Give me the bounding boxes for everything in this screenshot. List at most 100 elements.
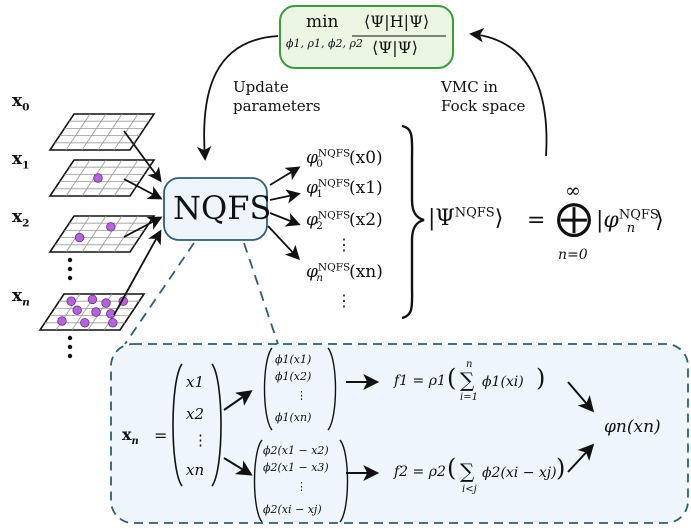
update-label-line1: Update: [233, 78, 289, 96]
output-sub-n: n: [316, 272, 324, 285]
output-arrow-1: [269, 189, 301, 204]
input-symbol-2: x: [12, 207, 23, 227]
particle: [101, 298, 111, 308]
state-rhs-close: ⟩: [655, 208, 664, 233]
grid-line: [65, 113, 91, 151]
objective-box: [279, 5, 454, 69]
phi1vec-3: ϕ1(xn): [275, 411, 312, 424]
output-sup-0: NQFS: [317, 147, 351, 160]
detail-arrow-down: [223, 457, 253, 476]
update-parameters-arrow: [196, 35, 279, 161]
output-arrow-0: [269, 166, 301, 186]
f1-term: ϕ1(xi): [482, 374, 524, 390]
state-rhs-ket: |φ: [596, 208, 619, 233]
grid-line: [81, 113, 107, 151]
connector-right: [243, 242, 279, 345]
phi1vec-1: ϕ1(x2): [275, 370, 312, 383]
input-arrow-n: [113, 229, 162, 316]
phi2vec-paren-left: [253, 439, 263, 523]
grid-line: [97, 215, 123, 253]
output-brace: [401, 124, 425, 320]
objective-numerator: ⟨Ψ|H|Ψ⟩: [364, 12, 430, 31]
phi2vec-3: ϕ2(xi − xj): [263, 503, 322, 516]
detail-xn-sub: n: [131, 436, 139, 448]
grid-line: [97, 113, 123, 151]
nqfs-box: [163, 177, 268, 241]
objective-subscript: ϕ1, ρ1, ϕ2, ρ2: [286, 37, 363, 50]
particle: [74, 232, 85, 243]
output-phi-2: φ: [306, 210, 318, 230]
input-label-0: x0: [12, 91, 30, 114]
output-2: φNQFS2(x2): [306, 209, 383, 233]
vmc-label-line1: VMC in: [441, 78, 498, 96]
vmc-arrow: [469, 28, 548, 157]
state-sum-symbol: ⨁: [556, 198, 592, 239]
state-lhs-ket: |Ψ: [428, 206, 455, 231]
output-arrow-n: [267, 225, 300, 261]
output-arg-n: (xn): [349, 262, 383, 282]
xvec-2: ⋮: [193, 431, 208, 449]
input-arrow-2: [123, 216, 163, 238]
state-lhs: |ΨNQFS⟩: [428, 205, 503, 231]
phi2vec-1: ϕ2(x1 − x3): [263, 461, 329, 474]
output-dots-2: ⋮: [336, 291, 352, 310]
output-arg-1: (x1): [348, 178, 383, 198]
input-label-2: x2: [12, 207, 30, 230]
output-sub-1: 1: [316, 188, 323, 201]
output-phi-n: φ: [306, 262, 318, 282]
update-label-line2: parameters: [233, 97, 321, 115]
objective-denominator: ⟨Ψ|Ψ⟩: [372, 38, 418, 57]
grid-outline: [48, 215, 156, 253]
detail-xn: xn: [122, 427, 139, 447]
input-label-1: x1: [12, 149, 29, 171]
f1-lhs: f1 = ρ1: [394, 373, 446, 389]
vmc-label: VMC in Fock space: [441, 78, 525, 116]
update-label: Update parameters: [233, 78, 321, 116]
state-lhs-sup: NQFS: [454, 205, 495, 221]
output-sub-2: 2: [316, 220, 323, 233]
f1-open: (: [447, 364, 457, 392]
output-dots-1: ⋮: [336, 235, 352, 254]
xvec-0: x1: [186, 373, 205, 391]
state-rhs-sup: NQFS: [618, 207, 659, 223]
detail-result: φn(xn): [604, 417, 661, 437]
vmc-label-line2: Fock space: [441, 97, 526, 115]
f2-close: ): [556, 454, 566, 482]
output-phi-0: φ: [306, 148, 318, 168]
phi1vec-2: ⋮: [296, 389, 307, 402]
input-arrow-1: [123, 178, 163, 200]
connector-left: [124, 242, 195, 345]
phi1vec-0: ϕ1(x1): [275, 353, 312, 366]
input-label-n: xn: [12, 286, 30, 309]
input-grid-1: [48, 159, 156, 197]
input-index-0: 0: [22, 101, 30, 114]
particle: [66, 296, 76, 306]
input-symbol-n: x: [12, 286, 23, 306]
particle: [91, 307, 101, 317]
detail-equals: =: [154, 426, 168, 445]
phi1vec-paren-right: [327, 347, 337, 431]
objective-min: min: [306, 12, 339, 32]
grid-line: [113, 113, 139, 151]
output-n: φNQFSn(xn): [306, 262, 383, 285]
particle: [80, 318, 90, 328]
f2-open: (: [447, 454, 457, 482]
nqfs-label: NQFS: [173, 189, 272, 227]
particle: [108, 318, 118, 328]
output-sup-2: NQFS: [317, 209, 351, 222]
output-arrow-2: [269, 212, 301, 227]
output-0: φNQFS0(x0): [306, 147, 383, 170]
input-index-2: 2: [22, 217, 30, 230]
detail-arrow-result-bottom: [567, 443, 595, 473]
input-index-n: n: [22, 296, 30, 309]
output-sup-1: NQFS: [317, 177, 351, 190]
grid-line: [113, 159, 139, 197]
detail-arrow-result-top: [567, 381, 595, 413]
input-symbol-0: x: [12, 91, 23, 111]
xvec-paren-right: [211, 363, 222, 487]
xvec-paren-left: [172, 363, 183, 487]
detail-box: [110, 343, 689, 524]
input-grid-2: [48, 215, 156, 253]
input-symbol-1: x: [12, 149, 23, 169]
